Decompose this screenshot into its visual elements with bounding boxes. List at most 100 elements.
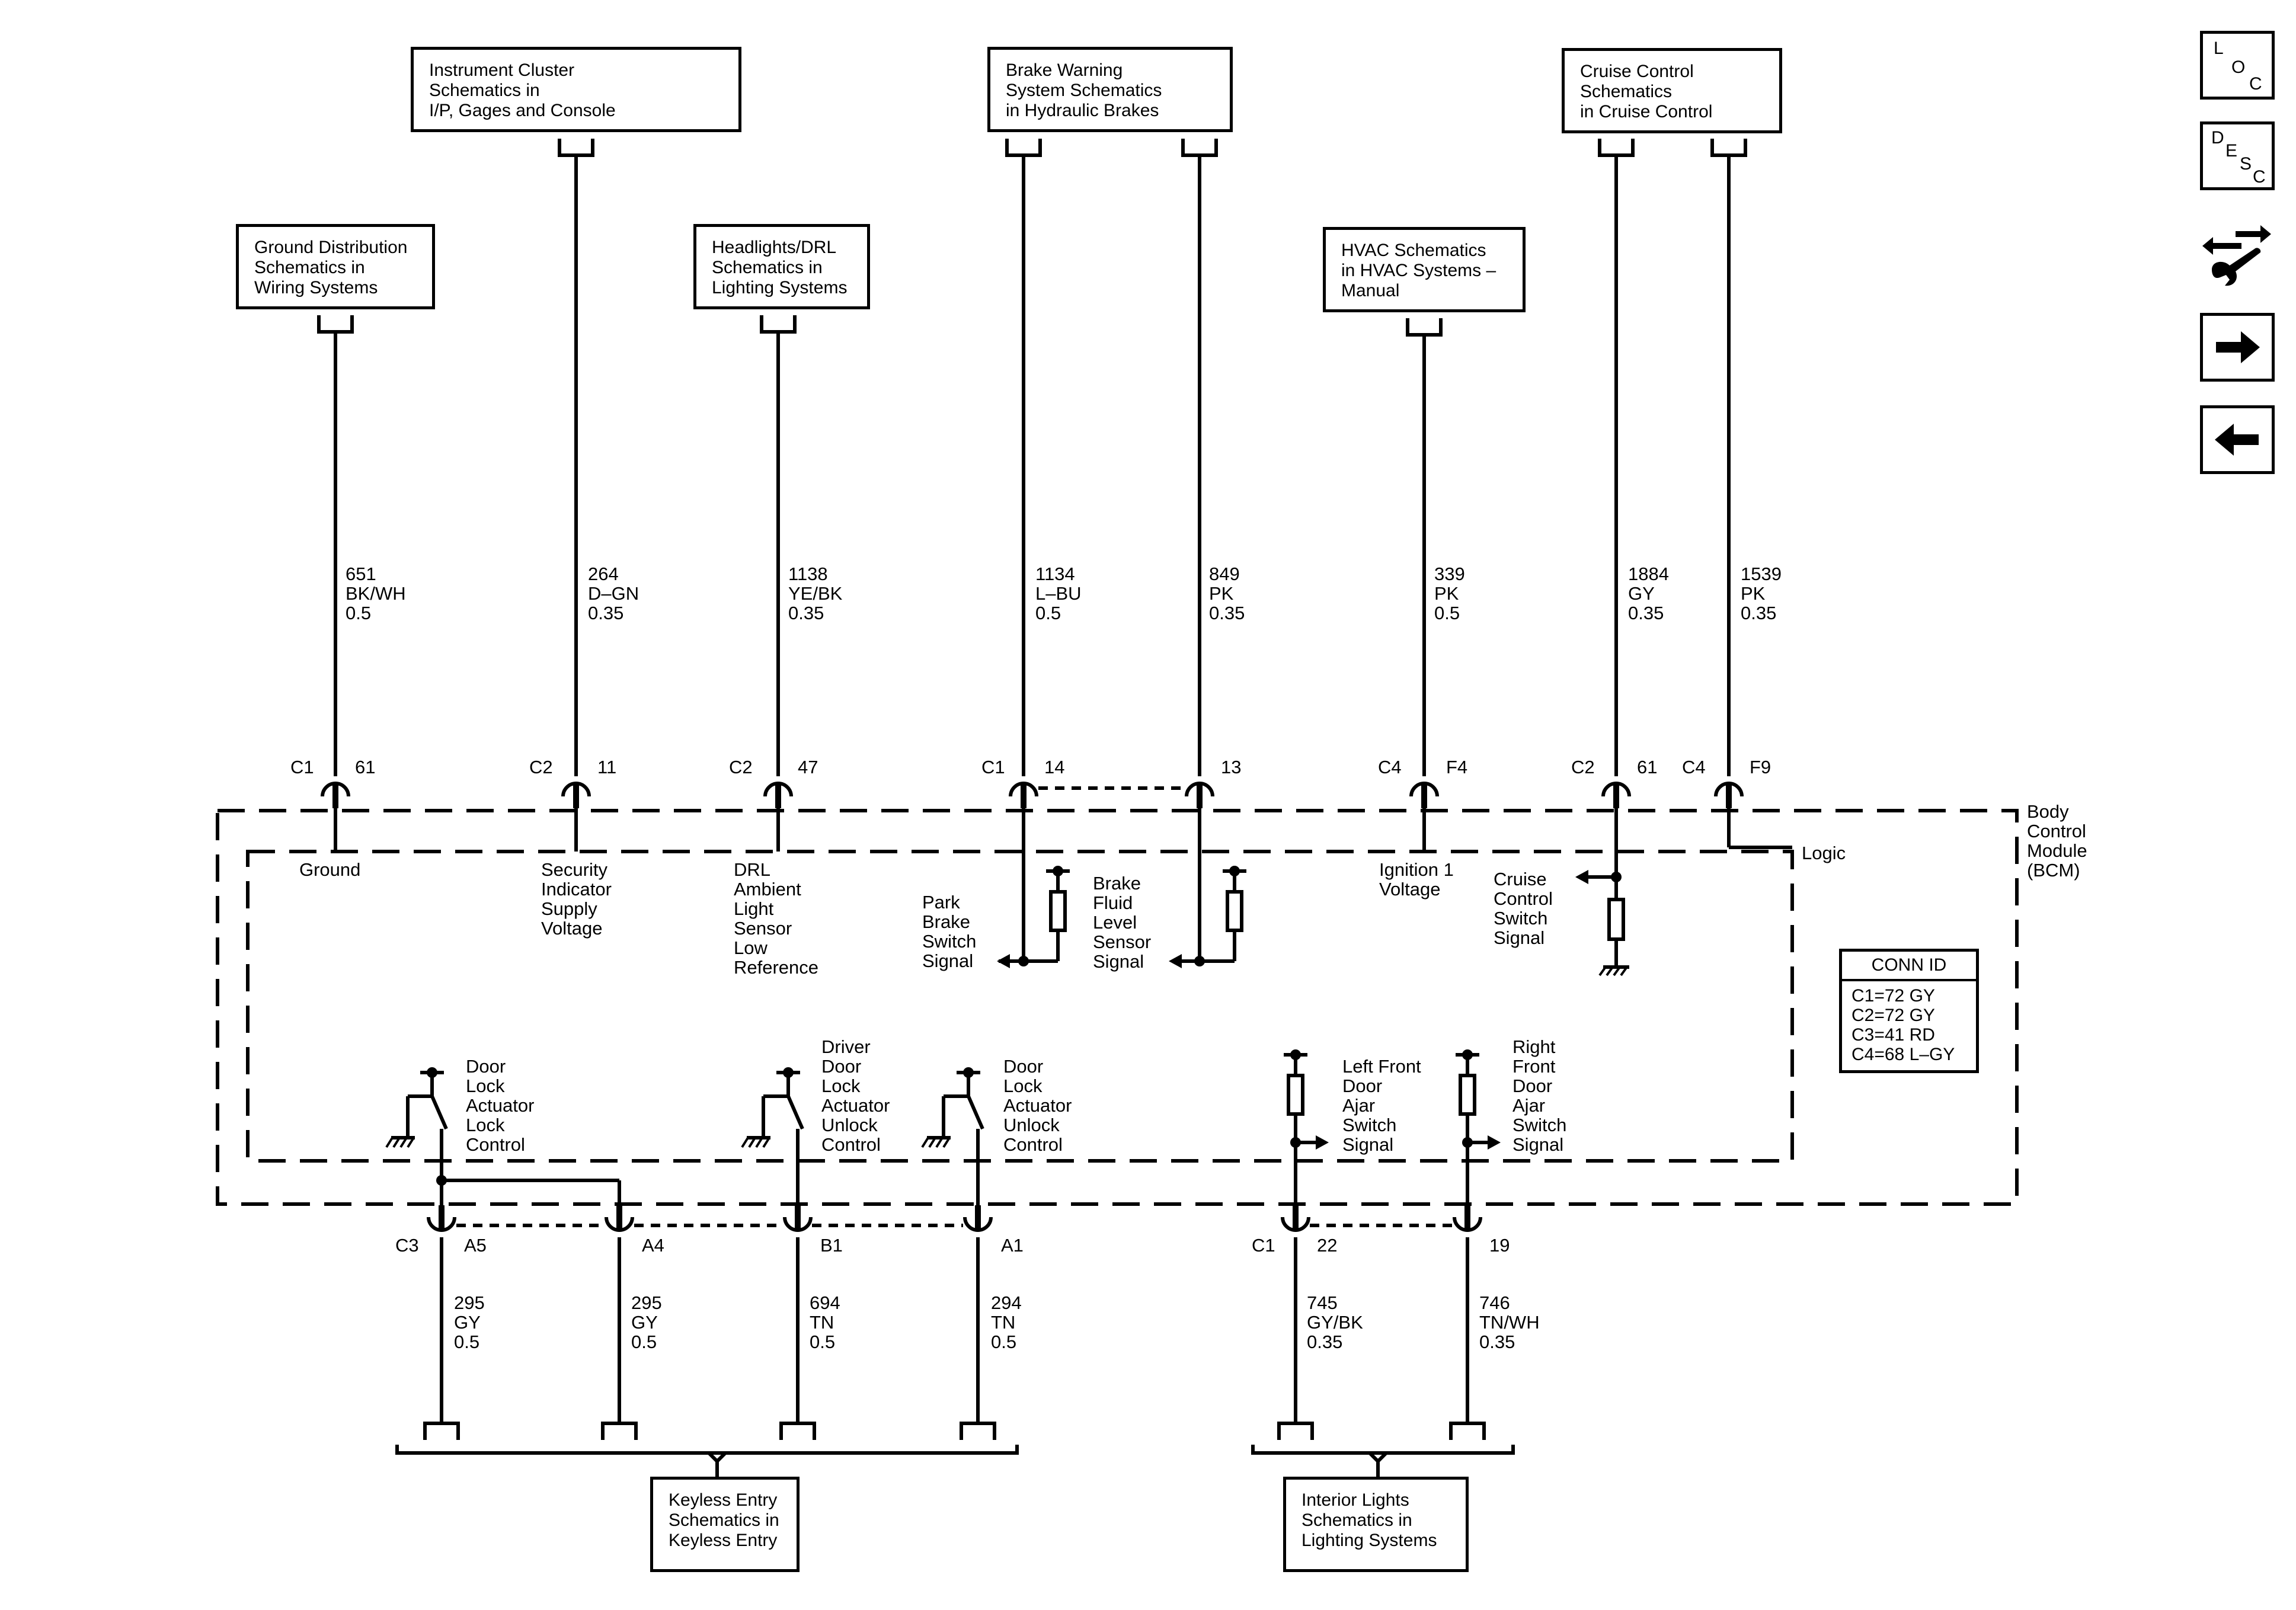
wire-color: PK [1434, 583, 1459, 604]
resistor-symbol [1607, 898, 1625, 941]
text-line: Security [541, 859, 607, 880]
connector-repair-icon[interactable] [2200, 213, 2277, 290]
wire-circuit: 294 [991, 1292, 1022, 1313]
text-line: Signal [1512, 1134, 1564, 1155]
previous-page-button[interactable] [2200, 405, 2275, 474]
text-line: in Cruise Control [1580, 102, 1713, 121]
switch-blade [430, 1095, 448, 1130]
pin-61-label: 61 [1637, 757, 1658, 777]
terminal-bracket [760, 315, 797, 334]
conn-c2-label: C2 [729, 757, 753, 777]
text-line: System Schematics [1006, 81, 1162, 100]
text-line: Control [466, 1134, 525, 1155]
ground-symbol [1606, 966, 1614, 977]
pin-f4-label: F4 [1446, 757, 1468, 777]
text-line: HVAC Schematics [1341, 241, 1486, 260]
ground-symbol [935, 1137, 944, 1148]
text-line: Fluid [1093, 892, 1133, 913]
wire-size: 0.35 [1741, 603, 1777, 623]
bcm-logic-boundary [246, 850, 1794, 1163]
ground-symbol [942, 1137, 951, 1148]
harness-brace [1251, 1445, 1515, 1455]
desc-letter: C [2253, 167, 2266, 187]
ground-symbol [741, 1137, 749, 1148]
pin-22-label: 22 [1317, 1235, 1338, 1256]
wire-size: 0.5 [1434, 603, 1460, 623]
text-line: Driver [821, 1036, 871, 1057]
wire-color: PK [1209, 583, 1234, 604]
text-line: Door [466, 1056, 506, 1077]
wire-size: 0.35 [588, 603, 624, 623]
text-line: Door [1003, 1056, 1044, 1077]
wire-circuit: 651 [346, 564, 376, 584]
signal-arrow [1169, 954, 1182, 968]
pin-b1-label: B1 [820, 1235, 843, 1256]
text-line: Ajar [1342, 1095, 1376, 1116]
wire-size: 0.5 [454, 1331, 480, 1352]
ground-symbol [928, 1137, 936, 1148]
conn-id-title: CONN ID [1842, 952, 1976, 981]
wire-circuit: 745 [1307, 1292, 1338, 1313]
desc-letter: D [2211, 128, 2224, 148]
desc-letter: S [2240, 154, 2252, 174]
text-line: Cruise Control [1580, 62, 1694, 81]
next-arrow-icon [2216, 331, 2260, 363]
text-line: Headlights/DRL [712, 238, 837, 257]
wire-color: GY [1628, 583, 1655, 604]
pin-14-label: 14 [1044, 757, 1065, 777]
wire-circuit: 295 [631, 1292, 662, 1313]
text-line: Brake Warning [1006, 60, 1123, 80]
resistor-symbol [1049, 890, 1067, 932]
connector-repair-glyph [2202, 225, 2271, 286]
ground-symbol [1620, 966, 1628, 977]
wire-size: 0.35 [1307, 1331, 1343, 1352]
loc-letter: O [2231, 57, 2246, 77]
wire-circuit: 339 [1434, 564, 1465, 584]
conn-c2-label: C2 [529, 757, 553, 777]
ground-symbol [1598, 966, 1607, 977]
pin-a5-label: A5 [464, 1235, 487, 1256]
wire-color: BK/WH [346, 583, 406, 604]
wire-circuit: 264 [588, 564, 619, 584]
logic-label: Logic [1802, 843, 1846, 863]
conn-id-row: C1=72 GY [1851, 986, 1935, 1006]
terminal-bracket [1406, 318, 1443, 337]
text-line: Ajar [1512, 1095, 1546, 1116]
text-line: Control [1494, 888, 1553, 909]
location-button[interactable]: L O C [2200, 31, 2275, 100]
next-page-button[interactable] [2200, 313, 2275, 382]
ground-function-label: Ground [299, 860, 360, 879]
text-line: Schematics in [254, 258, 365, 277]
conn-c4-label: C4 [1682, 757, 1706, 777]
text-line: Lock [1003, 1076, 1043, 1096]
wire-circuit: 694 [810, 1292, 840, 1313]
wire-color: GY [454, 1312, 481, 1333]
description-button[interactable]: D E S C [2200, 121, 2275, 190]
pin-19-label: 19 [1489, 1235, 1510, 1256]
text-line: Manual [1341, 281, 1400, 300]
text-line: Ambient [734, 879, 801, 900]
pin-11-label: 11 [597, 757, 617, 777]
text-line: Reference [734, 957, 819, 978]
